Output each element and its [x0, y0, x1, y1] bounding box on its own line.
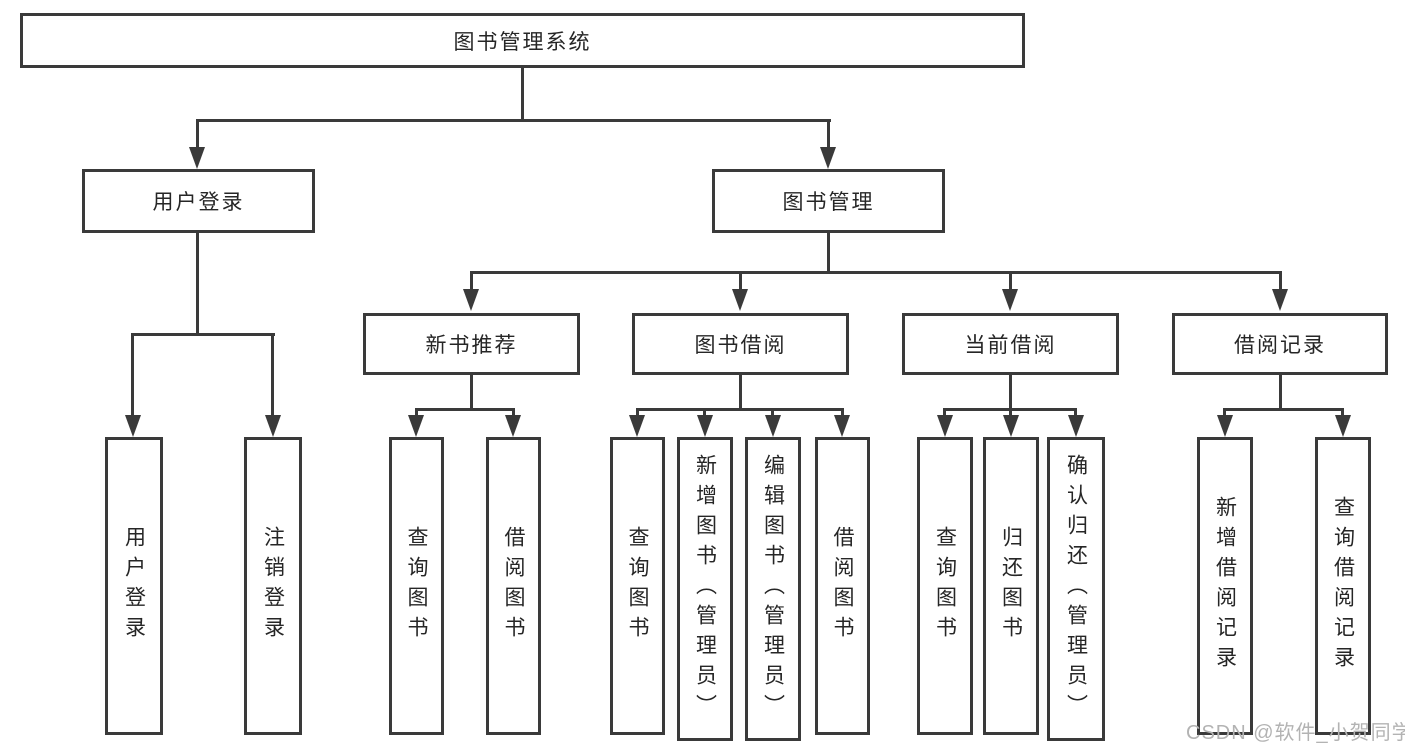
connector-line	[1009, 375, 1012, 411]
arrowhead-down	[1002, 289, 1018, 311]
connector-line	[1341, 408, 1344, 420]
node-label: 用户登录	[152, 191, 245, 214]
connector-line	[827, 119, 830, 151]
watermark: CSDN @软件_小贺同学	[1186, 722, 1405, 744]
node-leaf-return-book: 归还图书	[983, 437, 1039, 735]
connector-line	[636, 408, 844, 411]
arrowhead-down	[697, 415, 713, 437]
node-label: 图书借阅	[694, 334, 787, 357]
node-label: 新增图书（管理员）	[693, 454, 717, 724]
connector-line	[131, 333, 134, 419]
node-leaf-query-books-2: 查询图书	[610, 437, 665, 735]
arrowhead-down	[1335, 415, 1351, 437]
node-leaf-user-login: 用户登录	[105, 437, 163, 735]
node-leaf-confirm-return-admin: 确认归还（管理员）	[1047, 437, 1105, 741]
arrowhead-down	[937, 415, 953, 437]
connector-line	[196, 119, 831, 122]
connector-line	[1223, 408, 1344, 411]
node-label: 借阅图书	[831, 526, 855, 646]
connector-line	[703, 408, 706, 420]
node-current-borrow: 当前借阅	[902, 313, 1119, 375]
connector-line	[739, 375, 742, 411]
connector-line	[512, 408, 515, 420]
arrowhead-down	[834, 415, 850, 437]
arrowhead-down	[1272, 289, 1288, 311]
node-label: 当前借阅	[964, 334, 1057, 357]
node-label: 查询图书	[933, 526, 957, 646]
node-label: 图书管理	[782, 191, 875, 214]
arrowhead-down	[463, 289, 479, 311]
connector-line	[1279, 271, 1282, 295]
connector-line	[841, 408, 844, 420]
arrowhead-down	[408, 415, 424, 437]
node-leaf-borrow-books-2: 借阅图书	[815, 437, 870, 735]
node-leaf-logout: 注销登录	[244, 437, 302, 735]
node-label: 新书推荐	[425, 334, 518, 357]
arrowhead-down	[1003, 415, 1019, 437]
node-user-login-branch: 用户登录	[82, 169, 315, 233]
node-root-label: 图书管理系统	[453, 30, 592, 54]
node-new-book-recommend: 新书推荐	[363, 313, 580, 375]
node-label: 新增借阅记录	[1213, 496, 1237, 676]
arrowhead-down	[1068, 415, 1084, 437]
connector-line	[470, 271, 1282, 274]
connector-line	[771, 408, 774, 420]
node-label: 借阅图书	[502, 526, 526, 646]
node-leaf-query-books-1: 查询图书	[389, 437, 444, 735]
connector-line	[636, 408, 639, 420]
node-leaf-edit-book-admin: 编辑图书（管理员）	[745, 437, 801, 741]
arrowhead-down	[732, 289, 748, 311]
node-leaf-query-books-3: 查询图书	[917, 437, 973, 735]
node-borrow-records: 借阅记录	[1172, 313, 1388, 375]
node-leaf-add-borrow-record: 新增借阅记录	[1197, 437, 1253, 735]
arrowhead-down	[505, 415, 521, 437]
node-label: 查询图书	[405, 526, 429, 646]
connector-line	[1074, 408, 1077, 420]
connector-line	[470, 375, 473, 411]
arrowhead-down	[189, 147, 205, 169]
connector-line	[415, 408, 418, 420]
connector-line	[1223, 408, 1226, 420]
arrowhead-down	[629, 415, 645, 437]
connector-line	[521, 68, 524, 121]
node-label: 归还图书	[999, 526, 1023, 646]
arrowhead-down	[125, 415, 141, 437]
connector-line	[739, 271, 742, 295]
node-label: 查询借阅记录	[1331, 496, 1355, 676]
node-label: 编辑图书（管理员）	[761, 454, 785, 724]
connector-line	[415, 408, 515, 411]
node-label: 注销登录	[261, 526, 285, 646]
node-label: 用户登录	[122, 526, 146, 646]
node-label: 借阅记录	[1234, 334, 1326, 357]
node-root: 图书管理系统	[20, 13, 1025, 68]
arrowhead-down	[1217, 415, 1233, 437]
arrowhead-down	[265, 415, 281, 437]
connector-line	[1009, 271, 1012, 295]
connector-line	[827, 233, 830, 274]
node-book-borrow: 图书借阅	[632, 313, 849, 375]
connector-line	[1279, 375, 1282, 411]
connector-line	[943, 408, 946, 420]
node-leaf-add-book-admin: 新增图书（管理员）	[677, 437, 733, 741]
node-book-management: 图书管理	[712, 169, 945, 233]
connector-line	[196, 233, 199, 336]
arrowhead-down	[765, 415, 781, 437]
node-leaf-query-borrow-record: 查询借阅记录	[1315, 437, 1371, 735]
connector-line	[1009, 408, 1012, 420]
connector-line	[131, 333, 275, 336]
node-label: 查询图书	[626, 526, 650, 646]
connector-line	[470, 271, 473, 295]
node-leaf-borrow-books-1: 借阅图书	[486, 437, 541, 735]
connector-line	[271, 333, 274, 419]
arrowhead-down	[820, 147, 836, 169]
node-label: 确认归还（管理员）	[1064, 454, 1088, 724]
connector-line	[196, 119, 199, 151]
